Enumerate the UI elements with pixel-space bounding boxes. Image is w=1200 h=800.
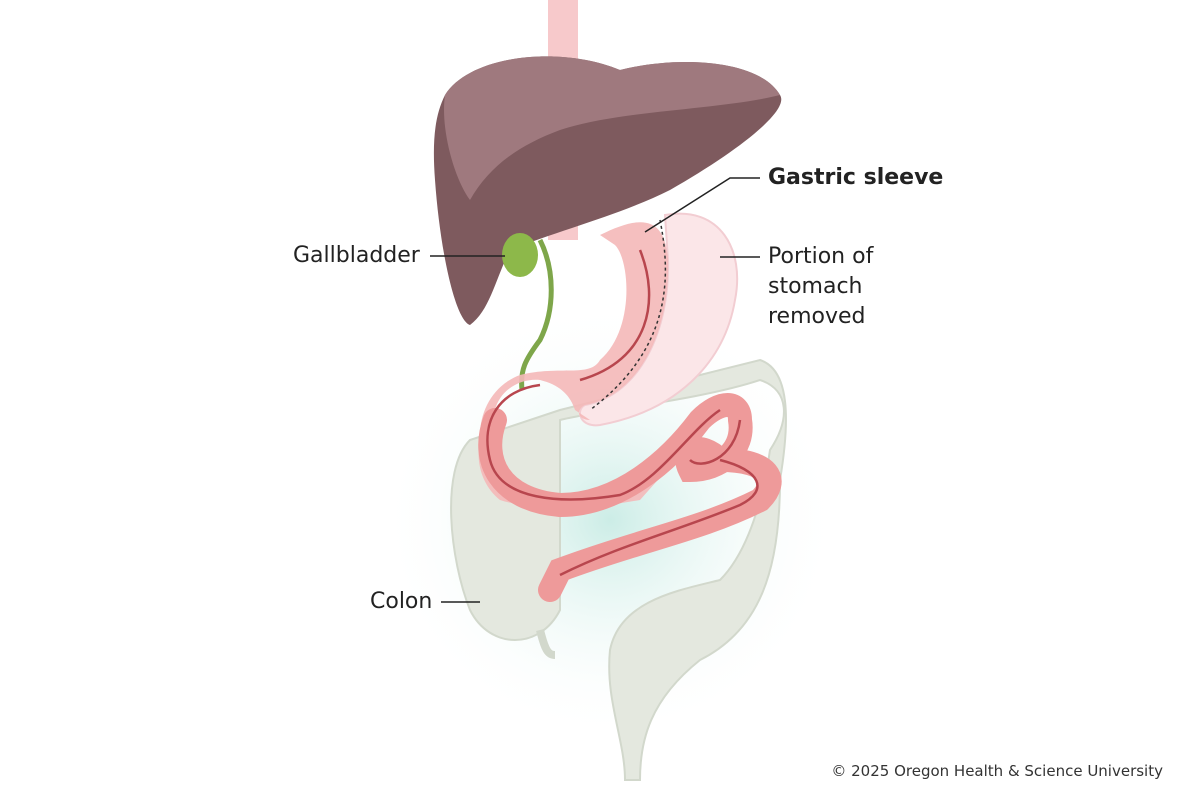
food-path-arrow xyxy=(486,249,759,577)
cut-line xyxy=(589,219,667,411)
label-removed-1: Portion of xyxy=(768,244,874,269)
colon xyxy=(450,358,787,781)
copyright: © 2025 Oregon Health & Science Universit… xyxy=(831,762,1163,780)
bile-duct xyxy=(519,238,554,391)
label-colon: Colon xyxy=(370,589,433,614)
gastric-sleeve-leader xyxy=(644,177,760,233)
colon-appendix xyxy=(536,629,556,659)
small-intestine xyxy=(478,393,782,602)
label-gastric-sleeve: Gastric sleeve xyxy=(768,165,944,190)
label-gallbladder: Gallbladder xyxy=(293,243,420,268)
gallbladder xyxy=(502,233,538,277)
label-removed-3: removed xyxy=(768,304,866,329)
liver-highlight xyxy=(444,56,780,201)
gastric-sleeve xyxy=(478,222,720,510)
label-removed-2: stomach xyxy=(768,274,863,299)
